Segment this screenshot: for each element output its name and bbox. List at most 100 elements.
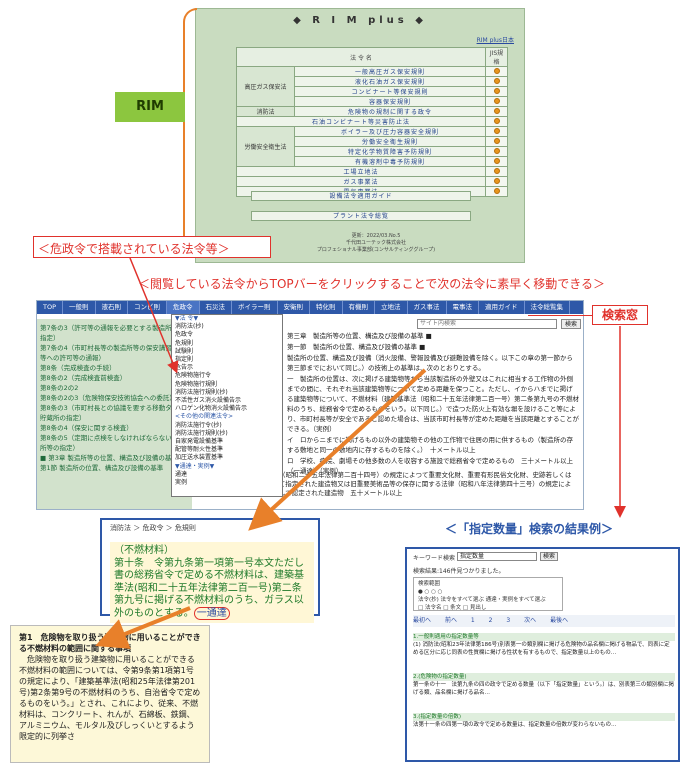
caption-box (33, 236, 271, 258)
law-link[interactable]: 一般高圧ガス保安規則 (294, 66, 486, 77)
topbar-item[interactable]: 適用ガイド (479, 301, 525, 314)
law-link[interactable]: 液化石油ガス保安規則 (294, 76, 486, 87)
keyword-search-button[interactable]: 検索 (540, 552, 558, 561)
topbar-item[interactable]: 特化則 (310, 301, 343, 314)
scope-option[interactable]: □ 法令名 □ 条文 □ 見出し (418, 605, 487, 611)
index-item[interactable]: 第8条（完成検査の手続） (40, 364, 116, 372)
dropdown-item[interactable]: 危険物施行令 (175, 372, 212, 380)
scope-option[interactable]: ● ○ ○ ○ (418, 589, 443, 595)
index-item[interactable]: ■ 第3章 製造所等の位置、構造及び設備の基準 (40, 454, 178, 462)
result-item: 2.(危険物の指定数量) 第一条の十一 法第九条の四の政令で定める数量（以下「指… (413, 673, 675, 697)
orange-dot-icon[interactable] (493, 87, 500, 94)
topbar-item[interactable]: 立地法 (375, 301, 408, 314)
law-link[interactable]: ボイラー及び圧力容器安全規則 (294, 126, 486, 137)
orange-dot-icon[interactable] (493, 147, 500, 154)
topbar-item[interactable]: 有機則 (343, 301, 376, 314)
index-item[interactable]: 第8条の2の3（危険物保安技術協会への委託） (40, 394, 176, 402)
law-link[interactable]: ガス事業法 (236, 176, 486, 187)
topbar-item[interactable]: ボイラー則 (232, 301, 278, 314)
dropdown-item[interactable]: 自家発電設備基準 (175, 438, 224, 446)
pager-prev[interactable]: 前へ (444, 617, 457, 624)
result-title[interactable]: 3.(指定数量の倍数) (413, 713, 675, 721)
orange-dot-icon[interactable] (493, 117, 500, 124)
dropdown-item[interactable]: 配管等耐火性基準 (175, 446, 224, 454)
orange-dot-icon[interactable] (493, 127, 500, 134)
article-text: 製造所の位置、構造及び設備（消火設備、警報設備及び避難設備を除く。以下この章の第… (287, 354, 573, 372)
orange-dot-icon[interactable] (493, 77, 500, 84)
dropdown-item[interactable]: 危規則 (175, 339, 194, 347)
law-link[interactable]: コンビナート等保安規則 (294, 86, 486, 97)
dropdown-item[interactable]: 消防法施行規則(抄) (175, 429, 228, 437)
pager-first[interactable]: 最初へ (413, 617, 432, 624)
index-item[interactable]: 第1節 製造所の位置、構造及び設備の基準 (40, 464, 164, 472)
dropdown-item[interactable]: 指定則 (175, 356, 194, 364)
dropdown-item[interactable]: ハロゲン化物消火設備告示 (175, 405, 248, 413)
dropdown-item[interactable]: 実例 (175, 479, 188, 487)
keyword-input[interactable]: 指定数量 (457, 552, 537, 561)
index-item[interactable]: 第7条の3（許可等の通報を必要とする製造所等の指定） (40, 324, 185, 342)
equipment-guide-button[interactable]: 設備法令適用ガイド (251, 191, 471, 201)
index-item[interactable]: 第7条の4（市町村長等の製造所等の保安講習の会等への許可等の通報） (40, 344, 185, 362)
index-item[interactable]: 第8条の3（市町村長との協議を要する移動タンク貯蔵所の指定） (40, 404, 185, 422)
orange-dot-icon[interactable] (493, 97, 500, 104)
orange-dot-icon[interactable] (493, 177, 500, 184)
check-header: JIS規格 (485, 47, 508, 67)
rim-label: RIM (115, 92, 185, 122)
group-high-pressure-gas: 高圧ガス保安法 (236, 66, 295, 107)
law-link[interactable]: 労働安全衛生規則 (294, 136, 486, 147)
topbar-item[interactable]: 石災法 (200, 301, 233, 314)
index-item[interactable]: 第8条の2の2 (40, 384, 79, 392)
orange-dot-icon[interactable] (493, 187, 500, 194)
rim-top-link[interactable]: RIM plus日本 (476, 37, 514, 44)
site-search-input[interactable] (417, 319, 557, 329)
orange-dot-icon[interactable] (493, 167, 500, 174)
dropdown-item[interactable]: 消防法施行令(抄) (175, 421, 222, 429)
topbar-item[interactable]: 法令総覧集 (525, 301, 571, 314)
scope-title: 検索範囲 (418, 581, 441, 587)
index-item[interactable]: 第8条の5（定期に点検をしなければならない製造所等の指定） (40, 434, 185, 452)
index-item[interactable]: 第8条の2（完成検査前検査） (40, 374, 127, 382)
notice-link[interactable]: 一通達 (193, 606, 230, 620)
pager-page[interactable]: 3 (506, 617, 511, 624)
dropdown-item[interactable]: 危政令 (175, 331, 194, 339)
topbar-item[interactable]: 安衛則 (278, 301, 311, 314)
topbar-item-active[interactable]: 危政令 (167, 301, 200, 314)
zoomed-article: 消防法 ＞ 危政令 ＞ 危規則 （不燃材料） 第十条 令第九条第一項第一号本文た… (100, 518, 320, 623)
result-title[interactable]: 1.一般則適用の指定数量等 (413, 633, 675, 641)
law-link[interactable]: 特定化学物質障害予防規則 (294, 146, 486, 157)
dropdown-item[interactable]: 不活性ガス消火設備告示 (175, 397, 242, 405)
orange-dot-icon[interactable] (493, 137, 500, 144)
pager-next[interactable]: 次へ (524, 617, 537, 624)
topbar-item[interactable]: コンビ則 (128, 301, 168, 314)
pager-page[interactable]: 2 (488, 617, 493, 624)
pager-page[interactable]: 1 (470, 617, 475, 624)
topbar-item[interactable]: 一般則 (63, 301, 96, 314)
result-title[interactable]: 2.(危険物の指定数量) (413, 673, 675, 681)
plant-law-overview-button[interactable]: プラント法令総覧 (251, 211, 471, 221)
law-link[interactable]: 容器保安規則 (294, 96, 486, 107)
law-link[interactable]: 石油コンビナート等災害防止法 (236, 116, 486, 127)
dropdown-item[interactable]: 危告示 (175, 364, 194, 372)
dropdown-item[interactable]: 通達 (175, 470, 188, 478)
law-link[interactable]: 工場立地法 (236, 166, 486, 177)
topbar-item[interactable]: 液石則 (96, 301, 129, 314)
dropdown-item[interactable]: 加圧送水装置基準 (175, 454, 224, 462)
site-search-button[interactable]: 検索 (561, 319, 581, 329)
dropdown-item[interactable]: 危険物施行規則 (175, 380, 218, 388)
orange-dot-icon[interactable] (493, 67, 500, 74)
section-heading: 第一節 製造所の位置、構造及び設備の基準 ■ (287, 343, 426, 351)
footer-company: 千代田ユーテック株式会社 (345, 240, 406, 246)
topbar-item[interactable]: ガス事法 (408, 301, 447, 314)
scope-option[interactable]: 法令(抄) 法令をすべて選ぶ 通達・実例をすべて選ぶ (418, 597, 546, 603)
dropdown-item[interactable]: 消防法施行規則(抄) (175, 388, 228, 396)
orange-dot-icon[interactable] (493, 107, 500, 114)
topbar-item[interactable]: TOP (37, 301, 64, 314)
dropdown-item[interactable]: 消防法(抄) (175, 323, 204, 331)
law-link[interactable]: 危険物の規制に関する政令 (294, 106, 486, 117)
law-link[interactable]: 有機溶剤中毒予防規則 (294, 156, 486, 167)
pager-last[interactable]: 最後へ (550, 617, 569, 624)
orange-dot-icon[interactable] (493, 157, 500, 164)
index-item[interactable]: 第8条の4（保安に関する検査） (40, 424, 133, 432)
dropdown-item[interactable]: 試験則 (175, 347, 194, 355)
topbar-item[interactable]: 電事法 (447, 301, 480, 314)
